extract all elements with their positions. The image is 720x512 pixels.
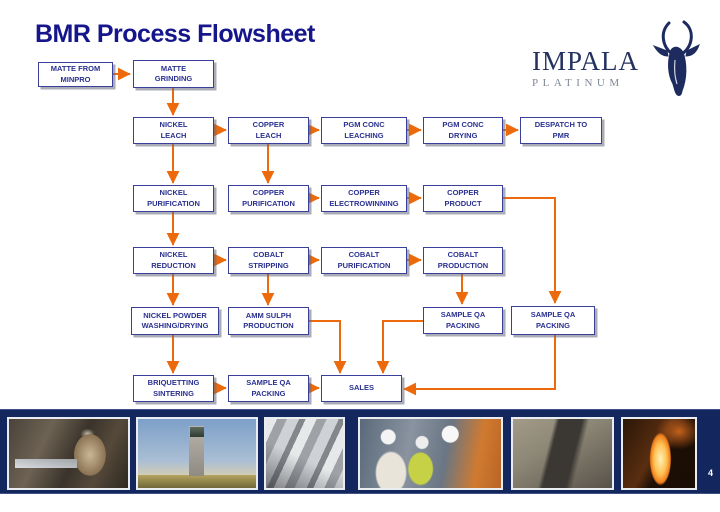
impala-antelope-head-icon (652, 20, 700, 96)
node-nickel-purification: NICKEL PURIFICATION (133, 185, 214, 212)
node-amm-sulph-production: AMM SULPH PRODUCTION (228, 307, 309, 335)
logo-wordmark: IMPALA PLATINUM (532, 46, 640, 90)
node-sample-qa-packing-copper: SAMPLE QA PACKING (511, 306, 595, 335)
underground-drill-operator-photo (7, 417, 130, 490)
logo-name: IMPALA (532, 46, 640, 76)
impala-platinum-logo: IMPALA PLATINUM (532, 20, 702, 100)
node-despatch-to-pmr: DESPATCH TO PMR (520, 117, 602, 144)
refined-metal-bars-photo (264, 417, 345, 490)
mine-shaft-headgear-tower-photo (136, 417, 258, 490)
node-pgm-conc-drying: PGM CONC DRYING (423, 117, 503, 144)
molten-metal-pour-photo (621, 417, 697, 490)
mine-workers-hard-hats-photo (358, 417, 503, 490)
node-copper-electrowinning: COPPER ELECTROWINNING (321, 185, 407, 212)
node-nickel-powder-washing-drying: NICKEL POWDER WASHING/DRYING (131, 307, 219, 335)
node-copper-leach: COPPER LEACH (228, 117, 309, 144)
page-number: 4 (707, 468, 713, 478)
node-copper-purification: COPPER PURIFICATION (228, 185, 309, 212)
photo-band: 4 (0, 409, 720, 494)
page-title: BMR Process Flowsheet (35, 20, 315, 48)
node-nickel-leach: NICKEL LEACH (133, 117, 214, 144)
node-sample-qa-packing-nickel: SAMPLE QA PACKING (228, 375, 309, 402)
node-sample-qa-packing-cobalt: SAMPLE QA PACKING (423, 307, 503, 334)
logo-subname: PLATINUM (532, 77, 624, 89)
node-cobalt-purification: COBALT PURIFICATION (321, 247, 407, 274)
node-matte-grinding: MATTE GRINDING (133, 60, 214, 88)
node-nickel-reduction: NICKEL REDUCTION (133, 247, 214, 274)
node-matte-from-minpro: MATTE FROM MINPRO (38, 62, 113, 87)
node-briquetting-sintering: BRIQUETTING SINTERING (133, 375, 214, 402)
node-copper-product: COPPER PRODUCT (423, 185, 503, 212)
node-sales: SALES (321, 375, 402, 402)
node-cobalt-stripping: COBALT STRIPPING (228, 247, 309, 274)
node-pgm-conc-leaching: PGM CONC LEACHING (321, 117, 407, 144)
aerial-mine-site-photo (511, 417, 614, 490)
node-cobalt-production: COBALT PRODUCTION (423, 247, 503, 274)
